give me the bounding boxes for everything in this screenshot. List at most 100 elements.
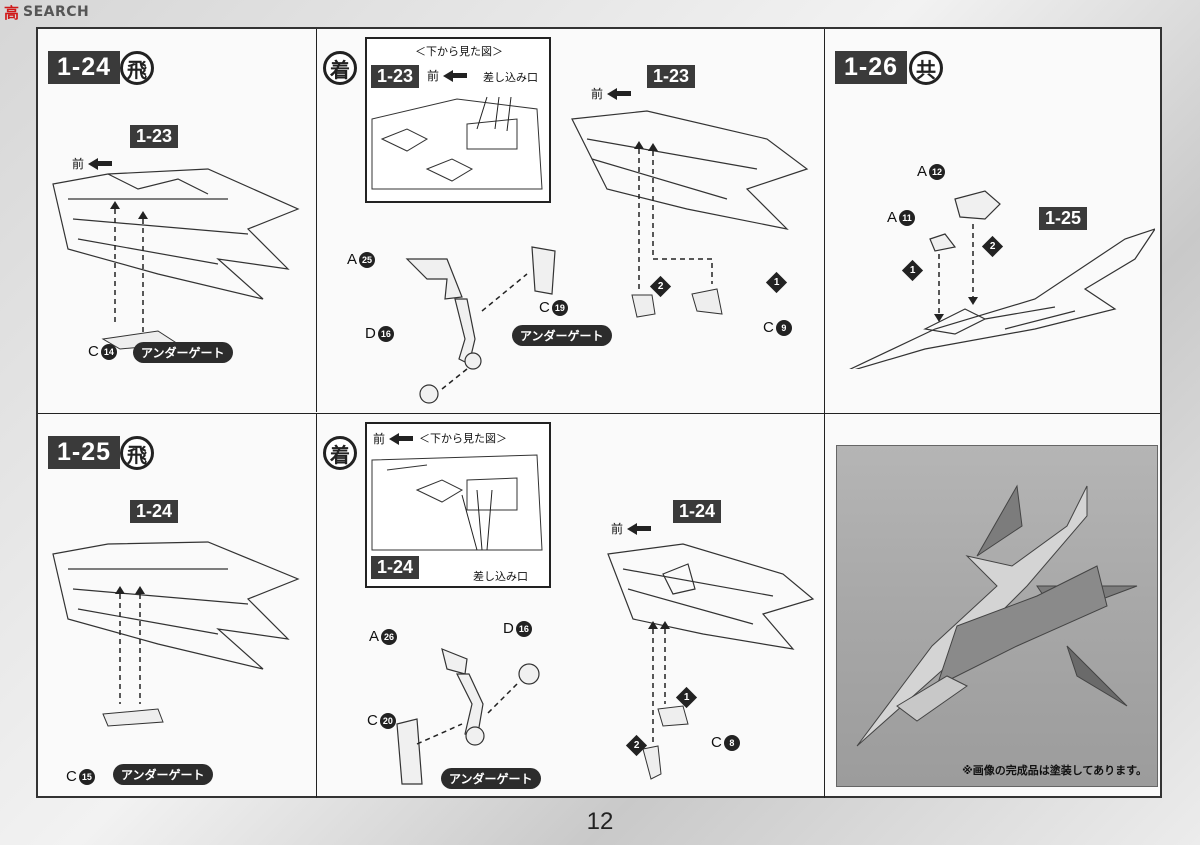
step-1-25-panel: 1-25 飛 1-24 C 15 アンダーゲート: [38, 414, 316, 798]
part-letter: A: [347, 251, 358, 268]
reference-step: 1-25: [1039, 207, 1088, 230]
part-number: 16: [515, 620, 532, 637]
landing-gear-a26-drawing: [396, 648, 540, 785]
step-1-26-panel: 1-26 共 A 12 A 11 1-25 1 2: [825, 29, 1160, 413]
part-a25-label: A 25: [347, 251, 376, 268]
site-watermark: 高 SEARCH: [0, 0, 89, 24]
under-gate-tag: アンダーゲート: [512, 325, 612, 346]
step-1-24-panel: 1-24 飛 1-23 前 C 14 アンダーゲート: [38, 29, 316, 413]
front-direction: 前: [611, 520, 652, 537]
step-number: 1-26: [835, 51, 908, 84]
front-label: 前: [591, 87, 604, 101]
part-number: 14: [100, 343, 117, 360]
part-a26-label: A 26: [369, 628, 398, 645]
part-c20-label: C 20: [367, 712, 396, 729]
part-number: 20: [379, 712, 396, 729]
front-label: 前: [611, 522, 624, 536]
inset-front-arrow-icon: [389, 432, 400, 445]
bottom-view-inset: 前 ＜下から見た図＞ 1-24 差し込み口: [365, 422, 551, 588]
part-letter: A: [917, 163, 928, 180]
part-letter: A: [887, 209, 898, 226]
mode-badge-flight: 飛: [120, 51, 154, 85]
part-number: 15: [78, 768, 95, 785]
part-c14-label: C 14: [88, 343, 117, 360]
reference-step: 1-24: [673, 500, 722, 523]
under-gate-tag: アンダーゲート: [441, 768, 541, 789]
reference-step: 1-23: [130, 125, 179, 148]
inset-front-arrow-tail: [399, 436, 414, 441]
inset-front-label: 前: [427, 69, 440, 83]
step-number: 1-25: [48, 436, 121, 469]
inset-reference-step: 1-23: [371, 65, 420, 88]
inset-bottom-drawing: [371, 454, 543, 551]
mode-badge-landing: 着: [323, 51, 357, 85]
mode-badge-common: 共: [909, 51, 943, 85]
inset-title: ＜下から見た図＞: [419, 432, 507, 445]
front-direction: 前: [72, 155, 113, 172]
part-number: 16: [377, 325, 394, 342]
part-number: 8: [723, 734, 740, 751]
ship-side-view-drawing: [52, 541, 300, 727]
part-letter: C: [88, 343, 99, 360]
front-label: 前: [72, 157, 85, 171]
ship-side-view-drawing: [52, 168, 300, 350]
front-arrow-tail: [637, 526, 652, 531]
part-a11-label: A 11: [887, 209, 916, 226]
part-d16-label: D 16: [365, 325, 394, 342]
inset-front-direction: 前: [427, 67, 468, 84]
page-number: 12: [586, 808, 614, 835]
inset-front-direction: 前: [373, 430, 414, 447]
insertion-slot-label: 差し込み口: [483, 71, 538, 84]
part-number: 26: [381, 628, 398, 645]
divider-horizontal: [38, 413, 824, 414]
part-c9-label: C 9: [763, 319, 792, 336]
under-gate-tag: アンダーゲート: [113, 764, 213, 785]
step-1-24-landing-panel: 着 ＜下から見た図＞ 1-23 前 差し込み口 A 25: [317, 29, 824, 413]
front-arrow-icon: [627, 522, 638, 535]
mode-badge-landing: 着: [323, 436, 357, 470]
bottom-view-inset: ＜下から見た図＞ 1-23 前 差し込み口: [365, 37, 551, 203]
insertion-slot-label: 差し込み口: [473, 570, 528, 583]
inset-front-arrow-tail: [453, 73, 468, 78]
inset-bottom-drawing: [371, 96, 543, 190]
divider-vertical-bottom: [316, 414, 317, 798]
divider-vertical-top: [316, 29, 317, 412]
step-number: 1-24: [48, 51, 121, 84]
part-letter: C: [763, 319, 774, 336]
ship-underside-drawing: [571, 110, 809, 318]
paint-disclaimer-note: ※画像の完成品は塗装してあります。: [962, 764, 1147, 777]
inset-reference-step: 1-24: [371, 556, 420, 579]
under-gate-tag: アンダーゲート: [133, 342, 233, 363]
order-marker-text: 2: [633, 740, 640, 751]
part-letter: C: [66, 768, 77, 785]
inset-title: ＜下から見た図＞: [415, 45, 503, 58]
watermark-seal: 高: [4, 3, 20, 22]
model-photo-image: [856, 484, 1138, 747]
front-arrow-icon: [88, 157, 99, 170]
watermark-text: SEARCH: [23, 4, 90, 20]
step-1-25-landing-panel: 着 前 ＜下から見た図＞ 1-24 差し込み口 A 26: [317, 414, 824, 798]
finished-model-photo: ※画像の完成品は塗装してあります。: [836, 445, 1158, 787]
landing-gear-a25-drawing: [405, 246, 556, 404]
part-c15-label: C 15: [66, 768, 95, 785]
front-arrow-tail: [617, 91, 632, 96]
part-letter: C: [711, 734, 722, 751]
front-direction: 前: [591, 85, 632, 102]
part-c19-label: C 19: [539, 299, 568, 316]
step-number-text: 1-24: [57, 53, 112, 81]
step-number-text: 1-25: [57, 438, 112, 466]
ship-underside-drawing: [607, 543, 815, 780]
order-marker-text: 2: [657, 281, 664, 292]
part-letter: A: [369, 628, 380, 645]
front-arrow-icon: [607, 87, 618, 100]
part-number: 12: [929, 163, 946, 180]
order-marker-text: 1: [683, 692, 690, 703]
part-number: 11: [899, 209, 916, 226]
order-marker-text: 1: [773, 277, 780, 288]
mode-badge-flight: 飛: [120, 436, 154, 470]
part-number: 9: [775, 319, 792, 336]
part-a12-label: A 12: [917, 163, 946, 180]
part-number: 19: [551, 299, 568, 316]
canopy-assembly-drawing: [849, 190, 1155, 369]
part-letter: D: [503, 620, 514, 637]
